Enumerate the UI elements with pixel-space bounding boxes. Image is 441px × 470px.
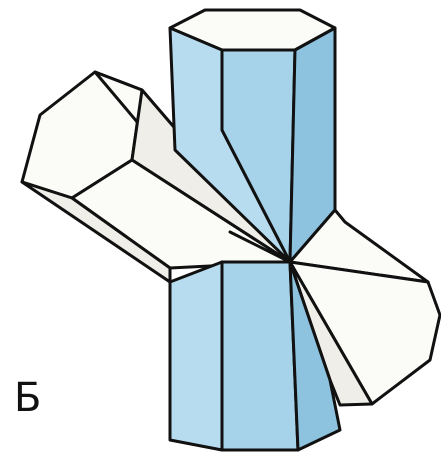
blue-prism-bottom-mid-face [222,262,298,450]
figure-label: Б [14,378,41,418]
blue-prism-bottom-left-face [170,262,222,450]
